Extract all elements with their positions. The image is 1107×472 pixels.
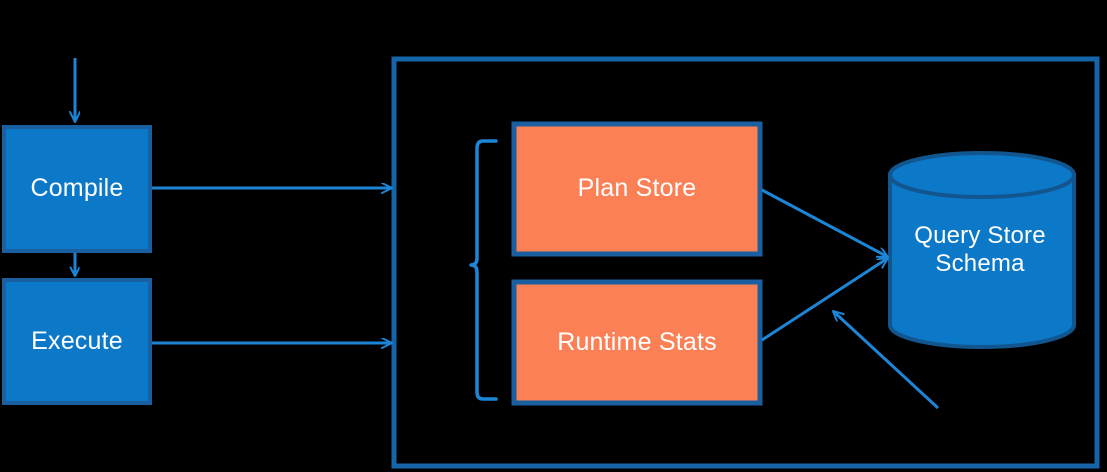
runtime-stats-box[interactable] [511, 279, 763, 406]
grouping-brace [469, 139, 498, 401]
plan-store-box[interactable] [511, 121, 763, 257]
query-store-boundary [391, 56, 1100, 469]
external-to-schema-connector [831, 309, 940, 410]
query-store-schema-cylinder[interactable] [888, 151, 1076, 349]
compile-box[interactable] [2, 125, 152, 253]
runtime-stats-to-schema-connector [761, 256, 888, 342]
execute-box[interactable] [2, 278, 152, 405]
plan-store-to-schema-connector [761, 188, 888, 259]
